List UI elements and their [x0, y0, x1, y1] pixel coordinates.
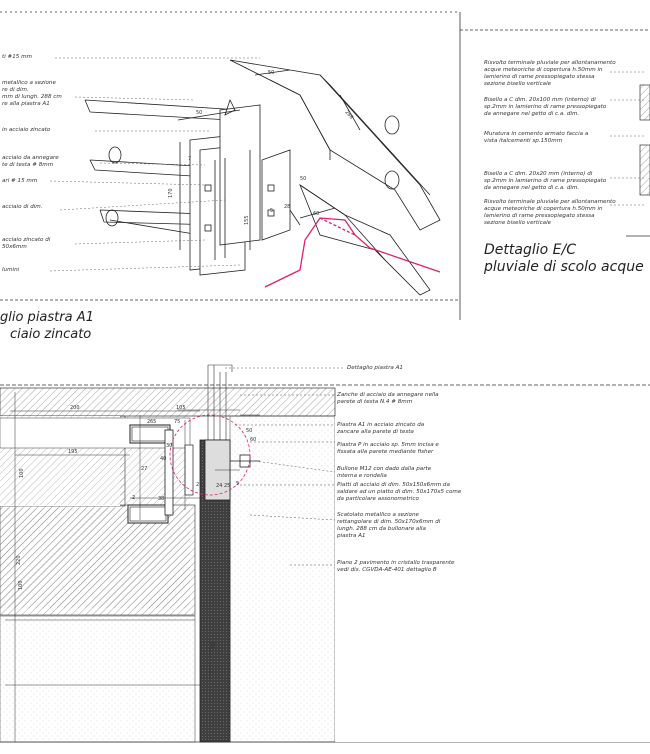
dimension-label: 50: [246, 428, 252, 434]
section-cut-line: [264, 217, 441, 288]
dimension-label: 50: [211, 642, 217, 648]
note-sec-5: Bullone M12 con dado dalla parte interna…: [337, 466, 432, 479]
dimension-label: 100: [18, 580, 24, 590]
right-detail-fragment: [610, 71, 650, 237]
dimension-label: 105: [176, 405, 186, 411]
isometric-detail: [49, 57, 441, 296]
note-sec-8: Piano 2 pavimento in cristallo trasparen…: [337, 560, 455, 573]
dimension-label: 27: [141, 466, 147, 472]
dimension-label: 2: [132, 495, 135, 501]
dimension-label: 5: [270, 208, 273, 214]
note-galvanized: in acciaio zincato: [2, 127, 51, 133]
note-sec-4: Piastra P in acciaio sp. 5mm incisa e fi…: [337, 442, 439, 455]
dimension-label: 38: [158, 496, 164, 502]
note-bars: ari # 15 mm: [2, 178, 38, 184]
note-steel-dim: acciaio di dim.: [2, 204, 43, 210]
dimension-label: 2: [147, 419, 150, 425]
dimension-label: 28: [284, 204, 290, 210]
dimension-label: 25: [224, 483, 230, 489]
note-sec-6: Piatti di acciaio di dim. 50x150x6mm da …: [337, 482, 462, 502]
title-piastra-a1: glio piastra A1: [0, 310, 94, 325]
dimension-label: 220: [16, 555, 22, 565]
dimension-label: 195: [68, 449, 78, 455]
note-sec-2: Zanche di acciaio da annegare nella pare…: [337, 392, 439, 405]
dimension-label: 170: [168, 188, 174, 198]
note-box-section: metallico a sezione re di dim. mm di lun…: [2, 80, 62, 107]
note-right-3: Muratura in cemento armato faccia a vist…: [484, 131, 589, 144]
dimension-label: 155: [244, 215, 250, 225]
dimension-label: 40: [160, 456, 166, 462]
dimension-label: 50: [196, 110, 202, 116]
dimension-label: 75: [174, 419, 180, 425]
note-sec-3: Piastra A1 in acciaio zincato da zancare…: [337, 422, 425, 435]
note-right-2: Bisello a C dim. 20x100 mm (interno) di …: [484, 97, 607, 117]
iso-dimension-labels: 50 50 288 50 170 155 60 28 7 5: [168, 70, 354, 225]
dimension-label: 60: [313, 211, 319, 217]
dimension-label: 100: [19, 468, 25, 478]
dimension-label: 50: [268, 70, 274, 76]
title-acciaio-zincato: ciaio zincato: [10, 327, 92, 342]
dimension-label: 200: [70, 405, 80, 411]
note-lumini: lumini: [2, 267, 20, 273]
note-anchor-steel: acciaio da annegare te di testa # 8mm: [2, 155, 59, 168]
note-zinc-plate: acciaio zincato di 50x6mm: [2, 237, 51, 250]
note-sec-1: Dettaglio piastra A1: [347, 365, 403, 371]
sheet-borders: [0, 11, 650, 320]
dimension-label: 65: [150, 419, 156, 425]
note-bolt: ti #15 mm: [2, 54, 33, 60]
dimension-label: 25: [196, 482, 202, 488]
note-right-5: Risvolto terminale pluviale per allontan…: [484, 199, 616, 226]
dimension-label: 7: [188, 156, 191, 162]
dimension-label: 50: [300, 176, 306, 182]
dimension-label: 5: [236, 481, 239, 487]
note-sec-7: Scatolato metallico a sezione rettangola…: [337, 512, 441, 539]
section-detail: [0, 364, 650, 743]
note-right-1: Risvolto terminale pluviale per allontan…: [484, 60, 616, 87]
dimension-label: 30: [166, 443, 172, 449]
title-dettaglio-ec: Dettaglio E/C: [484, 242, 576, 258]
dimension-label: 24: [216, 483, 222, 489]
dimension-label: 288: [343, 109, 354, 120]
dimension-label: 60: [250, 437, 256, 443]
title-pluviale: pluviale di scolo acque: [484, 259, 644, 275]
note-right-4: Bisello a C dim. 20x20 mm (interno) di s…: [484, 171, 607, 191]
